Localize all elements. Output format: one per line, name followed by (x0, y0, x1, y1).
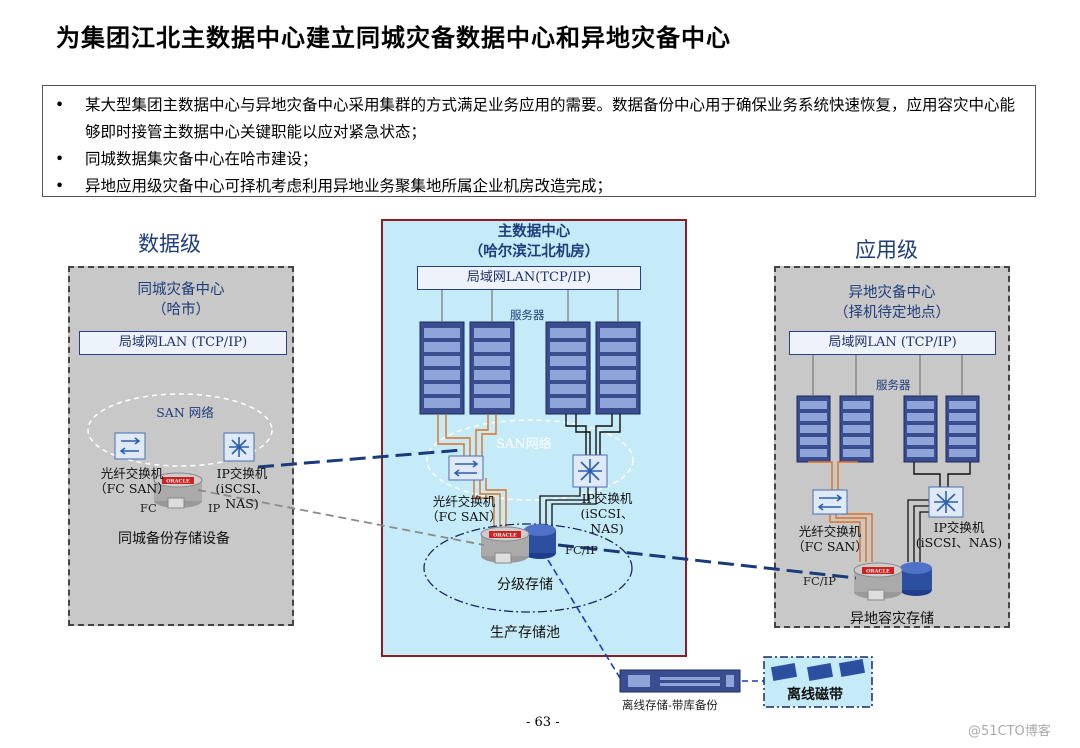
remote-site-title-2: （择机待定地点） (834, 305, 950, 321)
tape-library-label: 离线存储-带库备份 (622, 698, 718, 712)
center-ip-switch-label-2: (iSCSI、NAS) (580, 506, 634, 536)
left-fc-switch-icon (114, 432, 146, 460)
bullet-box: • 某大型集团主数据中心与异地灾备中心采用集群的方式满足业务应用的需要。数据备份… (42, 85, 1036, 197)
center-san-label: SAN网络 (496, 437, 552, 452)
left-ip-switch-label-1: IP交换机 (216, 466, 268, 481)
bullet-text-1: 某大型集团主数据中心与异地灾备中心采用集群的方式满足业务应用的需要。数据备份中心… (85, 96, 1016, 141)
production-pool-label: 生产存储池 (490, 625, 560, 641)
center-lan-box: 局域网LAN(TCP/IP) (417, 266, 641, 290)
left-san-ellipse (87, 393, 273, 467)
center-server-rack (545, 321, 591, 415)
right-fc-switch-icon (812, 489, 848, 515)
center-fc-switch-label-2: （FC SAN） (426, 509, 502, 524)
main-dc-title: 主数据中心 （哈尔滨江北机房） (381, 222, 687, 262)
left-fc-switch-label-2: （FC SAN） (94, 481, 170, 496)
right-fc-switch-label-2: （FC SAN） (792, 539, 868, 554)
right-ip-switch-label: IP交换机 (iSCSI、NAS) (912, 520, 1006, 550)
center-storage-icon (480, 524, 556, 564)
page-number: - 63 - (526, 715, 560, 730)
center-fc-switch-icon (448, 455, 484, 481)
left-fc-switch-label-1: 光纤交换机 (100, 466, 164, 481)
offline-tape-label: 离线磁带 (787, 687, 843, 703)
center-oracle-label: ORACLE (493, 533, 517, 539)
left-san-label: SAN 网络 (156, 405, 214, 420)
left-storage-label: 同城备份存储设备 (118, 531, 230, 547)
bullet-item: • 同城数据集灾备中心在哈市建设； (55, 146, 1025, 173)
link-to-tape-library (547, 559, 621, 679)
page-title: 为集团江北主数据中心建立同城灾备数据中心和异地灾备中心 (56, 23, 731, 52)
tape-library-icon (619, 669, 741, 693)
left-ip-switch-label: IP交换机 (iSCSI、NAS) (200, 466, 284, 511)
watermark: @51CTO博客 (968, 724, 1051, 739)
left-oracle-label: ORACLE (166, 479, 190, 485)
center-server-rack (595, 321, 641, 415)
center-fc-switch-label-1: 光纤交换机 (432, 494, 496, 509)
center-fc-switch-label: 光纤交换机 （FC SAN） (424, 494, 504, 524)
right-fc-switch-label-1: 光纤交换机 (798, 524, 862, 539)
remote-site-title-1: 异地灾备中心 (848, 285, 936, 301)
main-dc-title-2: （哈尔滨江北机房） (468, 243, 600, 260)
center-ip-switch-label-1: IP交换机 (581, 491, 633, 506)
left-fc-switch-label: 光纤交换机 （FC SAN） (90, 466, 174, 496)
bullet-text-2: 同城数据集灾备中心在哈市建设； (85, 150, 318, 168)
right-storage-label: 异地容灾存储 (850, 611, 934, 627)
storage-pool-ellipse (423, 523, 633, 613)
right-server-rack (796, 395, 831, 463)
center-fcip-label: FC/IP (565, 543, 598, 557)
left-ip-label: IP (208, 501, 221, 515)
link-center-to-remote (557, 543, 857, 580)
center-san-ellipse (426, 419, 634, 501)
link-left-to-center (257, 448, 463, 469)
right-fc-switch-label: 光纤交换机 （FC SAN） (788, 524, 872, 554)
same-city-dr-site (68, 266, 294, 626)
right-ip-switch-label-1: IP交换机 (933, 520, 985, 535)
center-servers-label: 服务器 (510, 308, 545, 322)
main-dc-title-1: 主数据中心 (497, 223, 571, 240)
right-server-rack (903, 395, 938, 463)
right-fcip-label: FC/IP (803, 574, 836, 588)
bullet-mark: • (55, 177, 65, 195)
link-left-storage-to-center (197, 489, 485, 546)
left-ip-switch-label-2: (iSCSI、NAS) (215, 481, 269, 511)
tape-cartridge-icon (770, 659, 866, 681)
right-server-rack (945, 395, 980, 463)
left-storage-icon (153, 472, 203, 509)
same-city-site-title-2: （哈市） (152, 302, 210, 318)
left-lan-box: 局域网LAN (TCP/IP) (79, 331, 287, 355)
center-server-rack (469, 321, 515, 415)
right-lan-box: 局域网LAN (TCP/IP) (789, 331, 996, 355)
bullet-mark: • (55, 150, 65, 168)
right-oracle-label: ORACLE (866, 569, 890, 575)
right-ip-switch-label-2: (iSCSI、NAS) (915, 535, 1003, 550)
data-level-label: 数据级 (138, 232, 201, 256)
bullet-mark: • (55, 96, 65, 114)
center-server-rack (419, 321, 465, 415)
tiered-storage-label: 分级存储 (497, 577, 553, 593)
bullet-item: • 某大型集团主数据中心与异地灾备中心采用集群的方式满足业务应用的需要。数据备份… (55, 92, 1025, 146)
center-ip-switch-label: IP交换机 (iSCSI、NAS) (566, 491, 648, 536)
left-fc-label: FC (140, 501, 157, 515)
right-storage-icon (853, 562, 932, 601)
same-city-site-title: 同城灾备中心 （哈市） (68, 280, 294, 320)
remote-site-title: 异地灾备中心 （择机待定地点） (774, 283, 1010, 323)
app-level-label: 应用级 (855, 238, 918, 262)
bullet-item: • 异地应用级灾备中心可择机考虑利用异地业务聚集地所属企业机房改造完成； (55, 173, 1025, 200)
right-server-rack (839, 395, 874, 463)
same-city-site-title-1: 同城灾备中心 (137, 282, 225, 298)
right-servers-label: 服务器 (876, 378, 911, 392)
bullet-text-3: 异地应用级灾备中心可择机考虑利用异地业务聚集地所属企业机房改造完成； (85, 177, 613, 195)
